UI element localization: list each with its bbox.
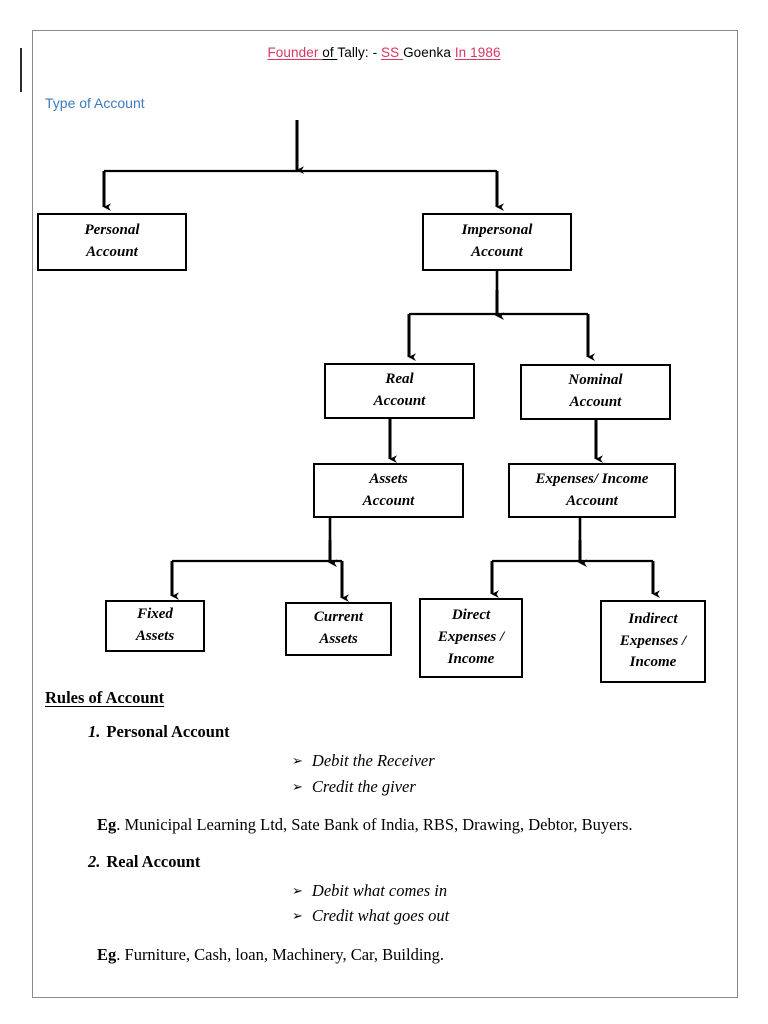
title-part-year: In 1986 <box>454 45 501 60</box>
rule-title-personal-account: 1. Personal Account <box>88 722 768 742</box>
node-line: Account <box>569 394 622 410</box>
node-line: Direct <box>451 607 491 624</box>
node-line: Income <box>629 654 677 671</box>
account-type-flowchart: Personal Account Impersonal Account Real… <box>37 120 706 683</box>
node-line: Assets <box>135 628 175 644</box>
bullet-text: Credit the giver <box>311 776 416 796</box>
example-label: Eg <box>97 945 117 964</box>
node-indirect-expenses-income[interactable]: Indirect Expenses / Income <box>600 600 706 683</box>
rule-bullets-real-account: ➢ Debit what comes in ➢ Credit what goes o… <box>0 878 768 929</box>
title-part-goenka: Goenka <box>403 45 455 60</box>
node-line: Impersonal <box>461 222 533 239</box>
node-real-account[interactable]: Real Account <box>324 363 475 419</box>
node-line: Nominal <box>568 372 623 389</box>
rule-number: 2. <box>88 851 101 871</box>
list-item: ➢ Credit the giver <box>292 774 768 800</box>
node-personal-account[interactable]: Personal Account <box>37 213 187 271</box>
title-part-founder: Founder <box>267 45 323 60</box>
node-line: Real <box>385 371 414 388</box>
node-line: Expenses / <box>437 629 505 646</box>
arrow-bullet-icon: ➢ <box>292 909 303 925</box>
node-line: Income <box>447 650 495 667</box>
rule-label: Personal Account <box>106 722 230 741</box>
rules-heading: Rules of Account <box>45 688 165 707</box>
arrow-bullet-icon: ➢ <box>292 779 303 795</box>
node-line: Indirect <box>628 610 678 627</box>
flowchart-connectors <box>102 120 660 603</box>
node-assets-account[interactable]: Assets Account <box>313 463 464 518</box>
bullet-text: Credit what goes out <box>311 906 450 926</box>
rule-number: 1. <box>88 722 101 741</box>
title-part-ss: SS <box>381 45 404 60</box>
node-line: Account <box>373 393 426 409</box>
section-heading-type-of-account: Type of Account <box>45 95 145 111</box>
title-part-of: of <box>322 45 338 60</box>
bullet-text: Debit what comes in <box>311 880 448 900</box>
rule-bullets-personal-account: ➢ Debit the Receiver ➢ Credit the giver <box>0 748 768 799</box>
node-line: Account <box>86 244 138 260</box>
node-line: Account <box>566 492 618 509</box>
node-line: Expenses / <box>619 632 687 649</box>
document-title: Founder of Tally: - SS Goenka In 1986 <box>0 45 768 60</box>
rule-label: Real Account <box>106 851 201 871</box>
node-line: Current <box>313 609 364 626</box>
node-fixed-assets[interactable]: Fixed Assets <box>105 600 205 652</box>
example-real-account: Eg. Furniture, Cash, loan, Machinery, Ca… <box>0 943 768 968</box>
node-line: Account <box>362 492 415 509</box>
example-personal-account: Eg. Municipal Learning Ltd, Sate Bank of… <box>0 813 768 838</box>
example-text: . Furniture, Cash, loan, Machinery, Car,… <box>116 945 445 964</box>
node-line: Expenses/ Income <box>535 470 649 487</box>
node-line: Fixed <box>137 606 173 623</box>
node-line: Assets <box>369 470 408 487</box>
node-expenses-income-account[interactable]: Expenses/ Income Account <box>508 463 676 518</box>
node-current-assets[interactable]: Current Assets <box>285 602 392 656</box>
node-impersonal-account[interactable]: Impersonal Account <box>422 213 572 271</box>
rule-title-real-account: 2.Real Account <box>88 852 768 872</box>
title-part-tally: Tally: - <box>337 45 382 60</box>
arrow-bullet-icon: ➢ <box>292 754 303 769</box>
node-line: Assets <box>319 631 358 647</box>
change-bar-marker <box>20 48 22 92</box>
example-text: . Municipal Learning Ltd, Sate Bank of I… <box>116 815 633 835</box>
arrow-bullet-icon: ➢ <box>292 883 303 899</box>
rules-section: Rules of Account 1. Personal Account ➢ Deb… <box>0 688 768 968</box>
list-item: ➢ Credit what goes out <box>292 903 768 929</box>
node-line: Personal <box>84 222 140 239</box>
list-item: ➢ Debit what comes in <box>292 878 768 904</box>
node-direct-expenses-income[interactable]: Direct Expenses / Income <box>419 598 523 678</box>
example-label: Eg <box>97 815 117 835</box>
bullet-text: Debit the Receiver <box>311 751 435 770</box>
node-nominal-account[interactable]: Nominal Account <box>520 364 671 420</box>
node-line: Account <box>471 244 523 260</box>
list-item: ➢ Debit the Receiver <box>292 748 768 774</box>
